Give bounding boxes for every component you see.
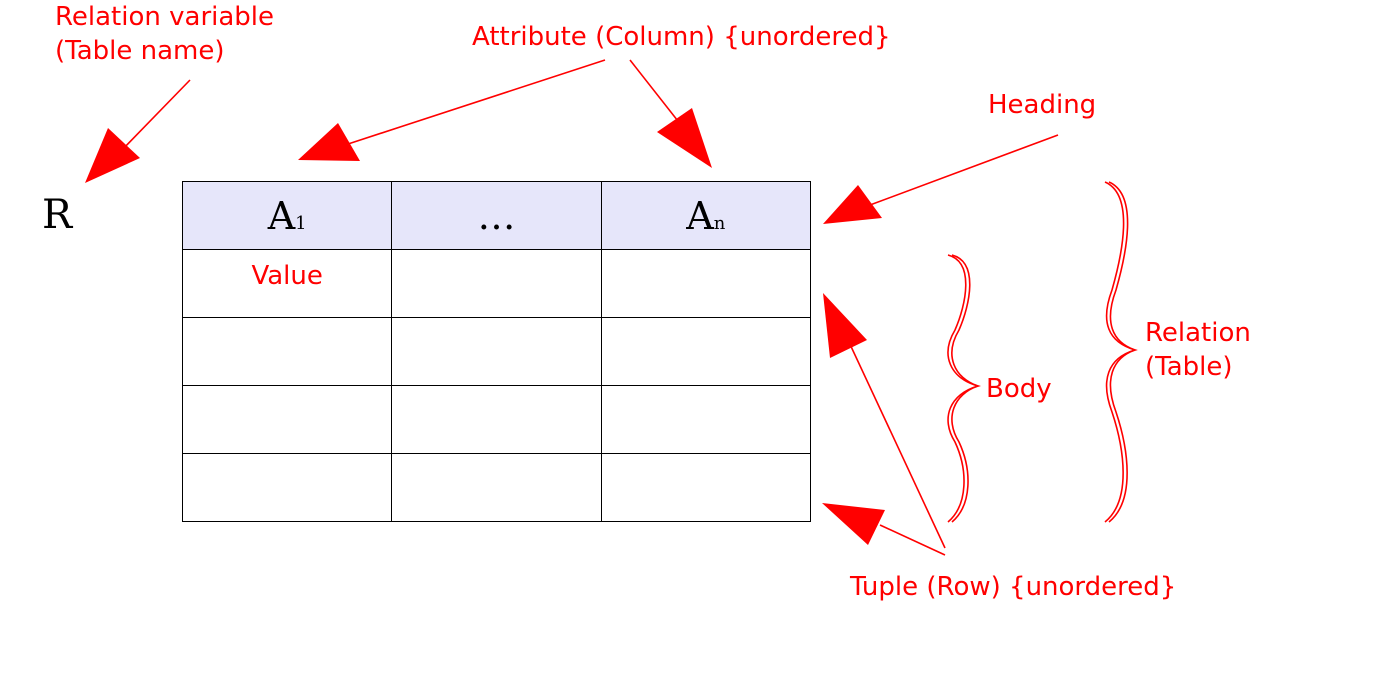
empty-cell xyxy=(600,453,812,522)
tuple-row: Value xyxy=(181,249,812,318)
empty-cell xyxy=(181,453,393,522)
relation-brace-double xyxy=(1108,181,1138,523)
relation-variable-line1: Relation variable xyxy=(55,2,275,32)
attribute-cell-first: A1 xyxy=(181,181,393,250)
value-cell: Value xyxy=(181,249,393,318)
attr-ellipsis: … xyxy=(477,193,516,238)
attr-sub: n xyxy=(713,212,726,234)
heading-row: A1 … An xyxy=(181,181,812,250)
heading-arrowhead xyxy=(823,185,882,224)
attribute-arrowhead-left xyxy=(298,123,360,161)
tuple-row xyxy=(181,317,812,386)
empty-cell xyxy=(391,249,602,318)
relation-label-line2: (Table) xyxy=(1145,352,1233,382)
empty-cell xyxy=(391,453,602,522)
empty-cell xyxy=(181,385,393,454)
attribute-label: Attribute (Column) {unordered} xyxy=(472,22,891,52)
body-label: Body xyxy=(986,374,1052,404)
tuple-arrow-line-up xyxy=(847,339,946,549)
attr-main: A xyxy=(267,193,296,238)
relvar-symbol: R xyxy=(42,192,73,238)
heading-label: Heading xyxy=(988,90,1097,120)
body-brace-double xyxy=(951,254,981,523)
relation-variable-line2: (Table name) xyxy=(55,36,225,66)
tuple-row xyxy=(181,453,812,522)
attribute-arrow-line-right xyxy=(629,59,686,131)
empty-cell xyxy=(391,317,602,386)
value-text: Value xyxy=(251,260,323,291)
attr-sub: 1 xyxy=(295,212,307,234)
relation-table: A1 … An Value xyxy=(181,181,812,522)
tuple-arrowhead-down xyxy=(822,503,885,545)
relation-variable-label: Relation variable (Table name) xyxy=(55,0,274,68)
heading-arrow-line xyxy=(869,134,1059,206)
relation-label-line1: Relation xyxy=(1145,318,1251,348)
empty-cell xyxy=(391,385,602,454)
attribute-cell-ellipsis: … xyxy=(391,181,602,250)
tuple-arrowhead-up xyxy=(823,293,867,358)
relvar-arrow-line xyxy=(119,79,191,153)
empty-cell xyxy=(181,317,393,386)
tuple-arrow-line-down xyxy=(879,524,946,556)
relvar-arrowhead xyxy=(85,128,140,183)
attribute-arrow-line-left xyxy=(344,59,606,146)
tuple-label: Tuple (Row) {unordered} xyxy=(850,572,1177,602)
empty-cell xyxy=(600,385,812,454)
tuple-row xyxy=(181,385,812,454)
attribute-arrowhead-right xyxy=(657,108,712,168)
attribute-cell-last: An xyxy=(600,181,812,250)
attr-main: A xyxy=(686,193,714,238)
relation-label: Relation (Table) xyxy=(1145,316,1251,384)
